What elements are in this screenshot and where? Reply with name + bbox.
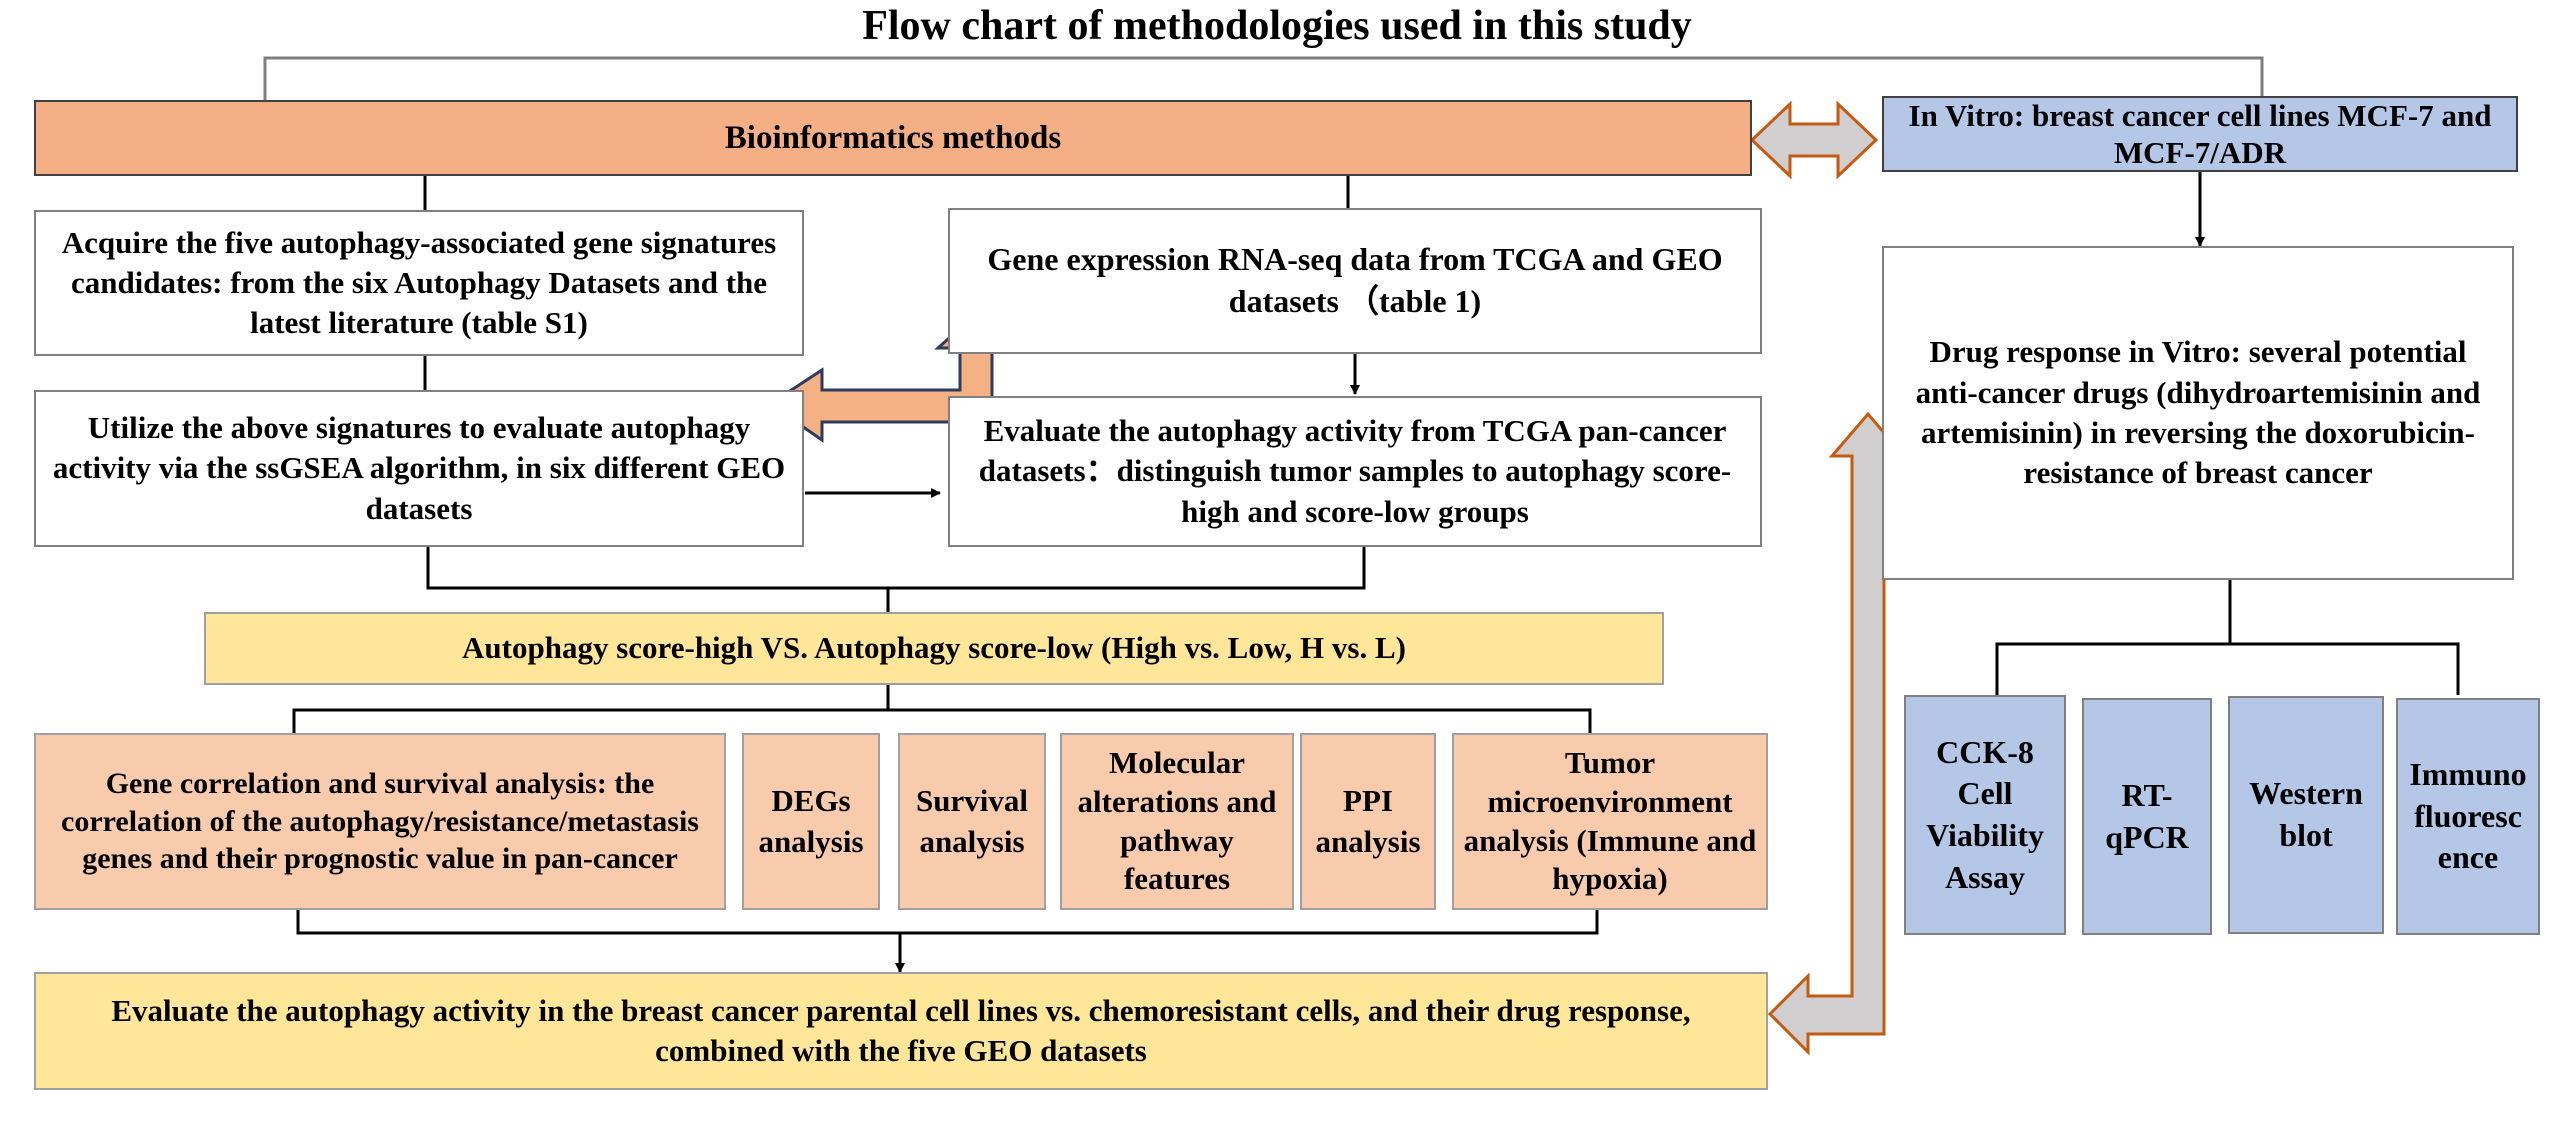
bioinformatics-header: Bioinformatics methods	[34, 100, 1752, 176]
assay-cck8: CCK-8 Cell Viability Assay	[1904, 695, 2066, 935]
analysis-gene-correlation: Gene correlation and survival analysis: …	[34, 733, 726, 910]
analysis-molecular-alterations: Molecular alterations and pathway featur…	[1060, 733, 1294, 910]
drug-response-box: Drug response in Vitro: several potentia…	[1882, 246, 2514, 580]
score-fanout	[292, 708, 1592, 733]
long-bent-arrow	[1767, 411, 1908, 1056]
double-arrow	[1749, 100, 1879, 180]
analysis-degs: DEGs analysis	[742, 733, 880, 910]
assay-western-blot: Western blot	[2228, 696, 2384, 934]
title-connector	[263, 56, 2264, 100]
gene-expression-box: Gene expression RNA-seq data from TCGA a…	[948, 208, 1762, 354]
analysis-survival: Survival analysis	[898, 733, 1046, 910]
invitro-header: In Vitro: breast cancer cell lines MCF-7…	[1882, 96, 2518, 172]
analysis-ppi: PPI analysis	[1300, 733, 1436, 910]
score-comparison-box: Autophagy score-high VS. Autophagy score…	[204, 612, 1664, 685]
assay-fanout	[1995, 642, 2460, 695]
assay-immunofluorescence: Immuno fluoresc ence	[2396, 698, 2540, 935]
analysis-tumor-microenvironment: Tumor microenvironment analysis (Immune …	[1452, 733, 1768, 910]
assay-rt-qpcr: RT-qPCR	[2082, 698, 2212, 935]
page-title: Flow chart of methodologies used in this…	[862, 3, 1692, 49]
utilize-signatures-box: Utilize the above signatures to evaluate…	[34, 390, 804, 547]
evaluate-tcga-box: Evaluate the autophagy activity from TCG…	[948, 396, 1762, 547]
final-evaluation-box: Evaluate the autophagy activity in the b…	[34, 972, 1768, 1090]
acquire-signatures-box: Acquire the five autophagy-associated ge…	[34, 210, 804, 356]
merge-to-score	[426, 547, 1366, 590]
analyses-merge	[296, 910, 1599, 935]
